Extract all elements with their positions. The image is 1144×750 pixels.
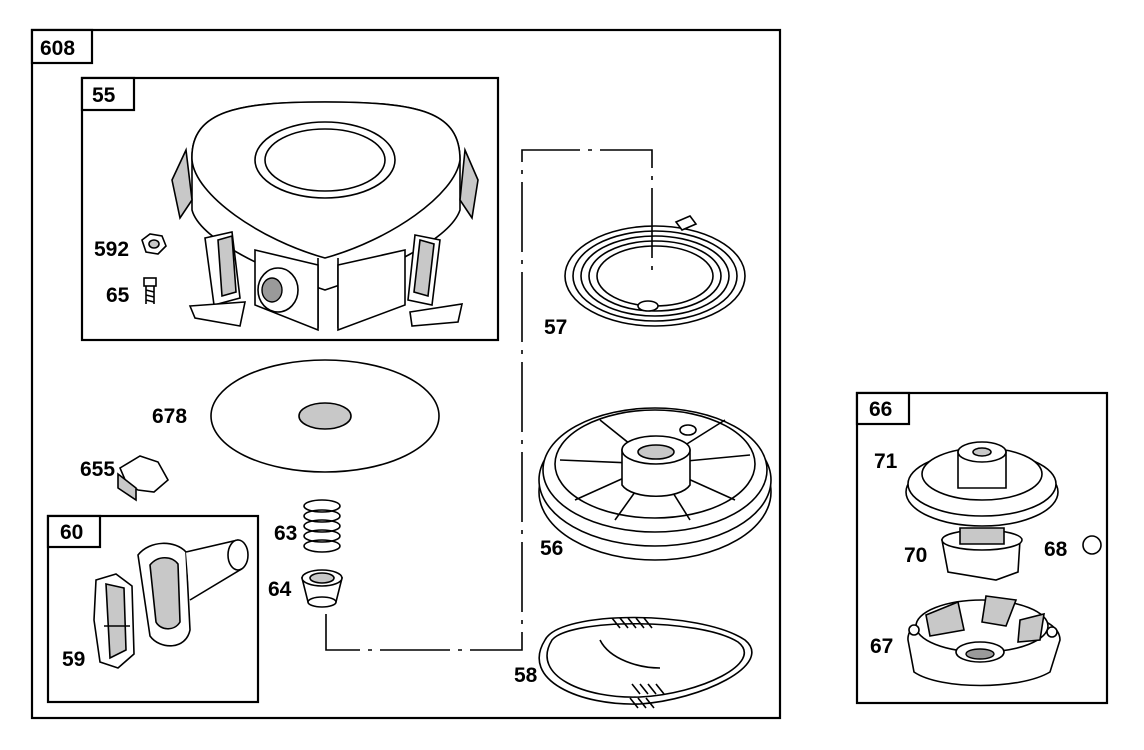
kit-60-tag <box>46 514 102 549</box>
kit-608-tag <box>30 28 94 65</box>
part-678-disk <box>210 359 440 473</box>
part-67-starter-cup <box>907 595 1061 687</box>
part-678-label: 678 <box>152 405 187 428</box>
part-65-label: 65 <box>106 284 130 307</box>
kit-66-frame <box>855 391 1109 705</box>
part-592-label: 592 <box>94 238 129 261</box>
part-57-recoil-spring <box>564 215 746 327</box>
part-592-nut <box>141 233 167 255</box>
kit-60-frame <box>46 514 260 704</box>
part-56-label: 56 <box>540 537 563 560</box>
part-70-ratchet <box>941 527 1023 581</box>
part-57-label: 57 <box>544 316 567 339</box>
kit-66-label: 66 <box>869 398 892 421</box>
part-64-bushing <box>300 569 344 608</box>
part-56-pulley <box>538 407 772 561</box>
part-655-clip <box>117 455 170 502</box>
kit-66-tag <box>855 391 911 426</box>
part-67-label: 67 <box>870 635 893 658</box>
part-71-label: 71 <box>874 450 898 473</box>
part-68-label: 68 <box>1044 538 1068 561</box>
kit-608-label: 608 <box>40 37 75 60</box>
part-63-label: 63 <box>274 522 297 545</box>
kit-608-frame <box>30 28 782 720</box>
kit-55-label: 55 <box>92 84 116 107</box>
part-59-handle-insert <box>93 573 135 669</box>
kit-55-tag <box>80 76 136 112</box>
part-58-label: 58 <box>514 664 538 687</box>
part-65-screw <box>143 277 157 304</box>
part-71-pulley-hub <box>905 441 1059 527</box>
part-58-rope <box>538 616 753 709</box>
kit-60-label: 60 <box>60 521 83 544</box>
part-655-label: 655 <box>80 458 115 481</box>
part-59-label: 59 <box>62 648 85 671</box>
part-64-label: 64 <box>268 578 292 601</box>
part-68-ball <box>1082 535 1102 555</box>
blower-housing <box>171 101 479 332</box>
assembly-line <box>325 149 653 651</box>
part-70-label: 70 <box>904 544 927 567</box>
kit-55-frame <box>80 76 500 342</box>
part-60-handle <box>137 539 249 647</box>
part-63-spring <box>303 499 341 553</box>
